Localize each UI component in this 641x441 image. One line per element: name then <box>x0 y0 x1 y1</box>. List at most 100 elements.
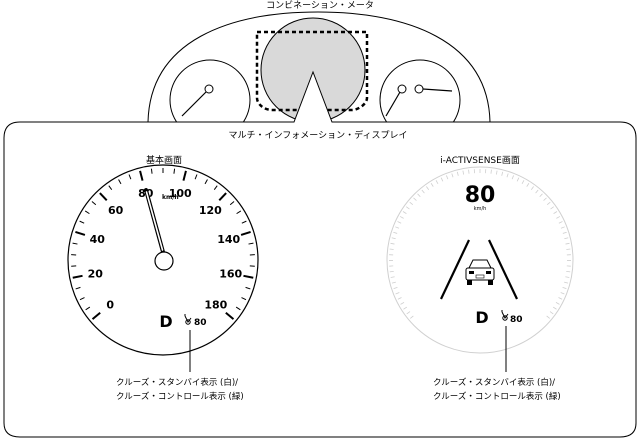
faint-tick <box>462 170 465 175</box>
faint-tick <box>456 171 459 176</box>
lane-line-right <box>488 239 518 300</box>
faint-tick <box>495 170 498 175</box>
faint-tick <box>553 211 558 214</box>
faint-tick <box>562 231 567 234</box>
minor-tick <box>241 297 247 301</box>
basic-cruise-speed: 80 <box>194 318 207 328</box>
major-tick <box>75 230 86 236</box>
major-tick <box>240 230 251 236</box>
basic-gear-indicator: D <box>159 312 172 331</box>
faint-tick <box>560 292 565 295</box>
minor-tick <box>213 185 218 191</box>
faint-tick <box>521 180 525 185</box>
speedometer-unit: km/h <box>162 194 179 201</box>
faint-tick <box>490 169 492 174</box>
left-small-gauge-hub <box>204 84 214 94</box>
faint-tick <box>409 201 414 206</box>
vehicle-rear-icon <box>465 259 495 285</box>
faint-tick <box>393 286 398 290</box>
speed-tick-label: 0 <box>106 298 114 311</box>
speed-tick-label: 180 <box>204 298 227 311</box>
faint-tick <box>413 197 417 201</box>
minor-tick <box>194 174 198 180</box>
faint-tick <box>526 183 530 187</box>
major-tick <box>99 192 108 202</box>
combination-meter-title: コンビネーション・メータ <box>266 0 374 11</box>
lane-line-left <box>440 239 470 300</box>
faint-tick <box>451 173 454 178</box>
minor-tick <box>75 286 81 290</box>
speed-tick-label: 60 <box>108 204 124 217</box>
callout-left-line1: クルーズ・スタンバイ表示 (白)/ <box>116 377 238 388</box>
faint-tick <box>550 206 555 210</box>
faint-tick <box>546 201 551 206</box>
faint-tick <box>566 270 571 273</box>
combination-meter: コンビネーション・メータ <box>147 0 491 141</box>
faint-tick <box>403 306 408 310</box>
faint-tick <box>511 175 514 180</box>
major-tick <box>72 274 83 279</box>
minor-tick <box>235 306 241 311</box>
faint-tick <box>546 315 550 319</box>
faint-tick <box>565 242 570 245</box>
faint-tick <box>446 175 449 180</box>
faint-tick <box>391 281 396 284</box>
minor-tick <box>84 210 90 215</box>
left-small-gauge-needle <box>181 91 207 117</box>
right-small-gauge-hub-right <box>414 84 424 94</box>
faint-tick <box>440 177 444 182</box>
faint-tick <box>501 171 504 176</box>
major-tick <box>182 170 187 181</box>
faint-tick <box>564 281 569 284</box>
minor-tick <box>72 242 78 245</box>
minor-tick <box>79 297 85 301</box>
iactivsense-faint-ticks <box>388 169 572 319</box>
speed-tick-label: 160 <box>219 267 242 280</box>
faint-tick <box>426 186 430 190</box>
faint-tick <box>558 221 563 224</box>
major-tick <box>225 311 235 320</box>
faint-tick <box>468 169 470 174</box>
right-small-gauge-needle-left <box>385 91 401 117</box>
speed-tick-label: 140 <box>217 233 240 246</box>
faint-tick <box>560 226 565 229</box>
minor-tick <box>118 179 122 185</box>
panel-title: マルチ・インフォメーション・ディスプレイ <box>229 129 408 141</box>
faint-tick <box>558 297 563 300</box>
callout-left-line2: クルーズ・コントロール表示 (緑) <box>116 391 244 402</box>
faint-tick <box>539 193 543 197</box>
iactivsense-speed: 80 <box>465 183 496 208</box>
minor-tick <box>79 220 85 224</box>
faint-tick <box>562 286 567 290</box>
iactivsense-screen: i-ACTIVSENSE画面 80 km/h D 80 クルーズ・スタンバイ表示… <box>386 155 574 402</box>
iactivsense-unit: km/h <box>474 206 487 212</box>
speedometer-hub <box>154 251 174 271</box>
faint-tick <box>421 189 425 194</box>
callout-right-line2: クルーズ・コントロール表示 (緑) <box>433 391 561 402</box>
speedometer-ticks <box>71 168 255 320</box>
faint-tick <box>564 237 569 240</box>
iactivsense-cruise-speed: 80 <box>510 315 523 325</box>
speed-tick-label: 40 <box>90 233 106 246</box>
faint-tick <box>393 231 398 234</box>
faint-tick <box>435 180 439 185</box>
faint-tick <box>516 177 520 182</box>
faint-tick <box>402 211 407 214</box>
speedometer-numbers: 020406080100120140160180 <box>88 187 243 311</box>
faint-tick <box>390 276 395 278</box>
cruise-control-icon <box>501 310 509 321</box>
minor-tick <box>150 168 153 174</box>
speed-tick-label: 20 <box>88 267 104 280</box>
faint-tick <box>406 311 411 315</box>
faint-tick <box>565 276 570 278</box>
major-tick <box>243 274 254 279</box>
faint-tick <box>506 173 509 178</box>
basic-screen: 基本画面 020406080100120140160180 km/h D 80 … <box>67 154 259 402</box>
minor-tick <box>229 201 235 206</box>
faint-tick <box>400 302 405 305</box>
major-tick <box>91 311 101 320</box>
faint-tick <box>410 315 414 319</box>
faint-tick <box>552 306 557 310</box>
minor-tick <box>91 201 97 206</box>
